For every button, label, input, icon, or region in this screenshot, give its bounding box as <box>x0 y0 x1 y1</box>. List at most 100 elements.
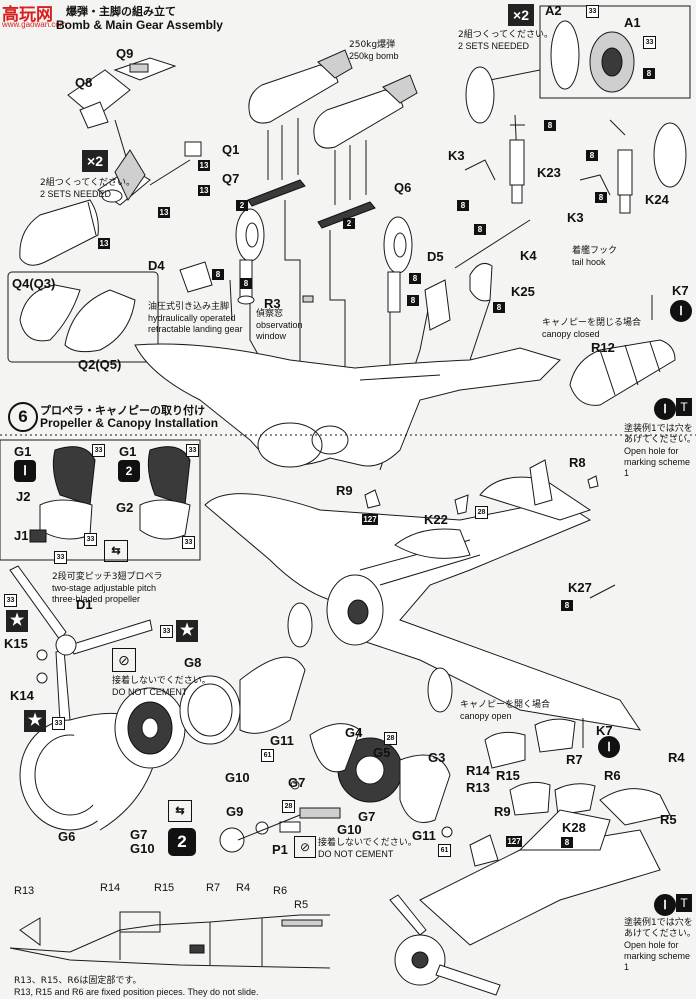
part-k24: K24 <box>645 192 669 207</box>
part-g7-g10: G7 G10 <box>130 827 155 856</box>
part-g4: G4 <box>345 725 363 740</box>
part-k7-top: K7 <box>672 283 689 298</box>
footer-r4: R4 <box>236 882 251 894</box>
r3-window <box>302 295 314 303</box>
footer-r6: R6 <box>273 885 288 897</box>
d5-part <box>424 279 451 331</box>
paint-code-8: 8 <box>643 68 655 79</box>
wheel-left-drawing <box>235 208 265 305</box>
nocement-en-engine: DO NOT CEMENT <box>318 849 394 859</box>
paint-code-13: 13 <box>158 207 170 218</box>
k4-hook <box>454 219 531 269</box>
bomb-250kg-right <box>313 74 418 149</box>
two-sets-jp-left: 2組つくってください。 <box>40 178 136 188</box>
hole-drill-icon: Ⅰ <box>598 736 620 758</box>
part-g7-b: G7 <box>358 809 376 824</box>
paint-code-61: 61 <box>438 844 451 857</box>
watermark-logo: 高玩网 <box>2 5 53 25</box>
canopy-open-jp: キャノピーを開く場合 <box>460 700 551 710</box>
drop-tanks-drawing <box>19 284 136 353</box>
paint-code-8: 8 <box>457 200 469 211</box>
part-a1: A1 <box>624 15 641 30</box>
paint-code-33: 33 <box>160 625 173 638</box>
paint-code-2: 2 <box>343 218 355 229</box>
cowl-g1-drawing <box>29 446 96 543</box>
footer-r5: R5 <box>294 899 309 911</box>
arrow-swap-icon: ⇆ <box>104 540 128 562</box>
paint-code-8: 8 <box>409 273 421 284</box>
paint-code-28: 28 <box>475 506 488 519</box>
paint-code-127: 127 <box>506 836 522 847</box>
section6-title-jp: プロペラ・キャノピーの取り付け <box>40 404 205 417</box>
section6-number: 6 <box>8 402 38 432</box>
gear-label-en: hydraulically operated retractable landi… <box>148 313 243 334</box>
step-2-icon: 2 <box>168 828 196 856</box>
no-cement-icon: ⊘ <box>112 648 136 672</box>
part-k3-left: K3 <box>448 148 465 163</box>
nocement-jp-prop: 接着しないでください。 <box>112 676 211 686</box>
wheel-a-drawing <box>550 20 635 93</box>
part-d4: D4 <box>148 258 165 273</box>
paint-code-13: 13 <box>198 160 210 171</box>
canopy-closed-en: canopy closed <box>542 329 600 339</box>
fuselage-section-drawing <box>9 911 331 969</box>
hole-drill-icon: Ⅰ <box>654 398 676 420</box>
paint-code-8: 8 <box>212 269 224 280</box>
section5-title-en: Bomb & Main Gear Assembly <box>56 18 223 32</box>
paint-code-28: 28 <box>384 732 397 745</box>
watermark-url: www.gaowan.com <box>2 20 67 29</box>
bomb-label-jp: 250kg爆弾 <box>349 40 396 50</box>
part-k3-right: K3 <box>567 210 584 225</box>
arrow-swap-icon: ⇆ <box>168 800 192 822</box>
part-r3: R3 <box>264 296 281 311</box>
paint-code-8: 8 <box>493 302 505 313</box>
aircraft-main-drawing <box>204 459 642 731</box>
paint-code-61: 61 <box>261 749 274 762</box>
q8-part-drawing <box>67 69 131 129</box>
part-g10-a: G10 <box>225 770 250 785</box>
bomb-250kg-left <box>248 49 353 124</box>
part-g7-a: G7 <box>288 775 306 790</box>
r9-part <box>364 489 381 509</box>
part-q9: Q9 <box>116 46 134 61</box>
canopy-closed-drawing <box>569 339 676 406</box>
nocement-jp-engine: 接着しないでください。 <box>318 838 417 848</box>
scheme-jp-top: 塗装例1では穴を あけてください。 <box>624 424 696 445</box>
star-icon: ★ <box>24 710 46 732</box>
cowl-g2-drawing <box>139 446 191 540</box>
two-sets-jp-right: 2組つくってください。 <box>458 30 554 40</box>
section6-title-en: Propeller & Canopy Installation <box>40 416 219 430</box>
part-k4: K4 <box>520 248 537 263</box>
part-j2: J2 <box>16 489 31 504</box>
paint-code-33: 33 <box>92 444 105 457</box>
engine-g5-drawing <box>309 723 451 823</box>
assembly-arrows-top <box>267 118 367 205</box>
part-g10-b: G10 <box>337 822 362 837</box>
paint-code-8: 8 <box>240 278 252 289</box>
part-r15: R15 <box>496 768 520 783</box>
paint-code-33: 33 <box>4 594 17 607</box>
gear-leg-left <box>464 66 525 204</box>
canopy-open-parts <box>469 718 671 867</box>
rack-q7 <box>247 179 306 207</box>
part-k22: K22 <box>424 512 448 527</box>
footer-note-en: R13, R15 and R6 are fixed position piece… <box>14 987 259 997</box>
part-r4: R4 <box>668 750 685 765</box>
part-g5: G5 <box>373 745 391 760</box>
part-q1: Q1 <box>222 142 240 157</box>
part-q7: Q7 <box>222 171 240 186</box>
part-q4q3: Q4(Q3) <box>12 276 56 291</box>
paint-code-13: 13 <box>198 185 210 196</box>
drill-bit-icon: T <box>676 398 692 416</box>
part-k15: K15 <box>4 636 28 651</box>
part-p1: P1 <box>272 842 288 857</box>
prop-shaft-parts <box>219 780 453 853</box>
paint-code-8: 8 <box>474 224 486 235</box>
aircraft-lower-drawing <box>389 809 661 996</box>
x2-badge-left: ×2 <box>82 150 108 172</box>
propeller-drawing <box>9 565 153 723</box>
paint-code-33: 33 <box>586 5 599 18</box>
k25-part <box>469 263 493 302</box>
engine-face-drawing <box>114 687 186 769</box>
canopy-closed-jp: キャノピーを閉じる場合 <box>542 318 642 328</box>
